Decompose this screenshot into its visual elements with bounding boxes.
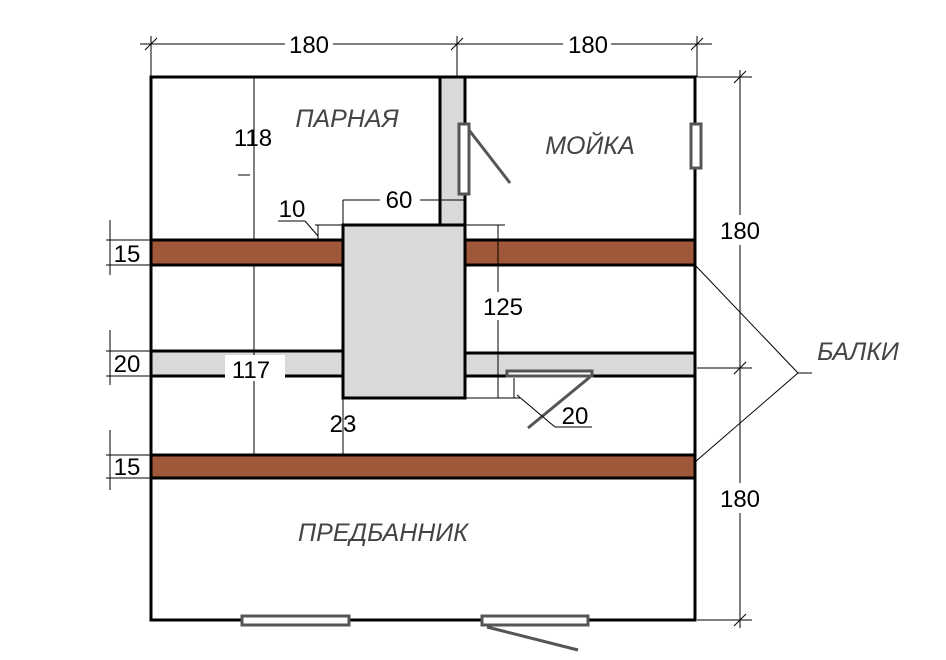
dressing-room-window	[240, 614, 351, 627]
dim-wall-mid: 20	[114, 351, 141, 378]
dim-top-left: 180	[289, 32, 329, 59]
dim-right-upper: 180	[720, 218, 760, 245]
washroom-window	[689, 122, 703, 170]
steam-room-door-swing	[527, 375, 591, 430]
beam-bottom	[149, 453, 697, 480]
room-label-steam-room: ПАРНАЯ	[295, 105, 399, 133]
dim-door-20: 20	[562, 403, 589, 430]
dim-stove-height: 125	[483, 294, 523, 321]
stove	[341, 223, 467, 400]
dim-stove-width: 60	[386, 187, 413, 214]
dim-gap-10: 10	[279, 196, 306, 223]
room-label-dressing-room: ПРЕДБАННИК	[298, 519, 469, 547]
right-dimension-line	[697, 70, 765, 628]
dim-span-117: 117	[232, 357, 270, 384]
partition-door	[457, 122, 471, 196]
dim-beam-bottom: 15	[114, 454, 141, 481]
steam-room-door	[505, 369, 594, 378]
room-label-washroom: МОЙКА	[545, 130, 635, 160]
beams-label: БАЛКИ	[817, 338, 899, 366]
dim-beam-top: 15	[114, 241, 141, 268]
dim-right-lower: 180	[720, 486, 760, 513]
entrance-door-swing	[486, 625, 579, 652]
partition-door-swing	[467, 129, 512, 184]
top-dimension-line	[140, 30, 712, 77]
entrance-door	[480, 614, 590, 627]
dim-steam-height: 118	[234, 125, 272, 152]
dim-gap-23: 23	[330, 411, 357, 438]
interior-dimension-lines	[106, 77, 812, 490]
outer-walls	[149, 75, 697, 622]
dim-top-right: 180	[568, 32, 608, 59]
